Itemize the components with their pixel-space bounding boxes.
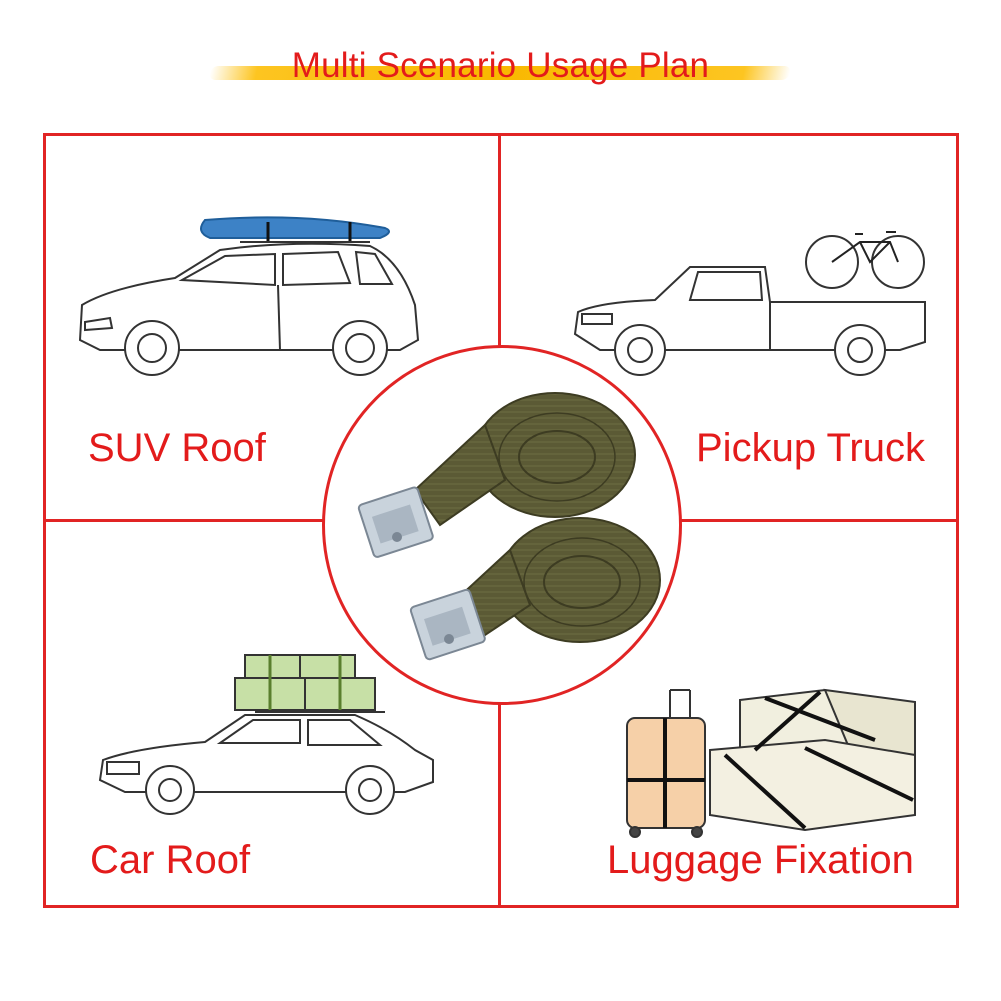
quadrant-label-car-roof: Car Roof <box>90 838 251 882</box>
quadrant-label-suv-roof: SUV Roof <box>88 426 266 470</box>
pickup-with-bicycle-illustration <box>573 231 926 376</box>
quadrant-label-pickup-truck: Pickup Truck <box>696 426 925 470</box>
quadrant-label-luggage-fixation: Luggage Fixation <box>607 838 914 882</box>
page-title: Multi Scenario Usage Plan <box>291 46 710 85</box>
suitcase-and-boxes-illustration <box>626 688 916 838</box>
suv-with-surfboard-illustration <box>78 216 420 376</box>
cam-buckle-straps-product <box>357 392 661 661</box>
sedan-with-boxes-illustration <box>98 654 434 815</box>
title-banner: Multi Scenario Usage Plan <box>0 38 1001 98</box>
